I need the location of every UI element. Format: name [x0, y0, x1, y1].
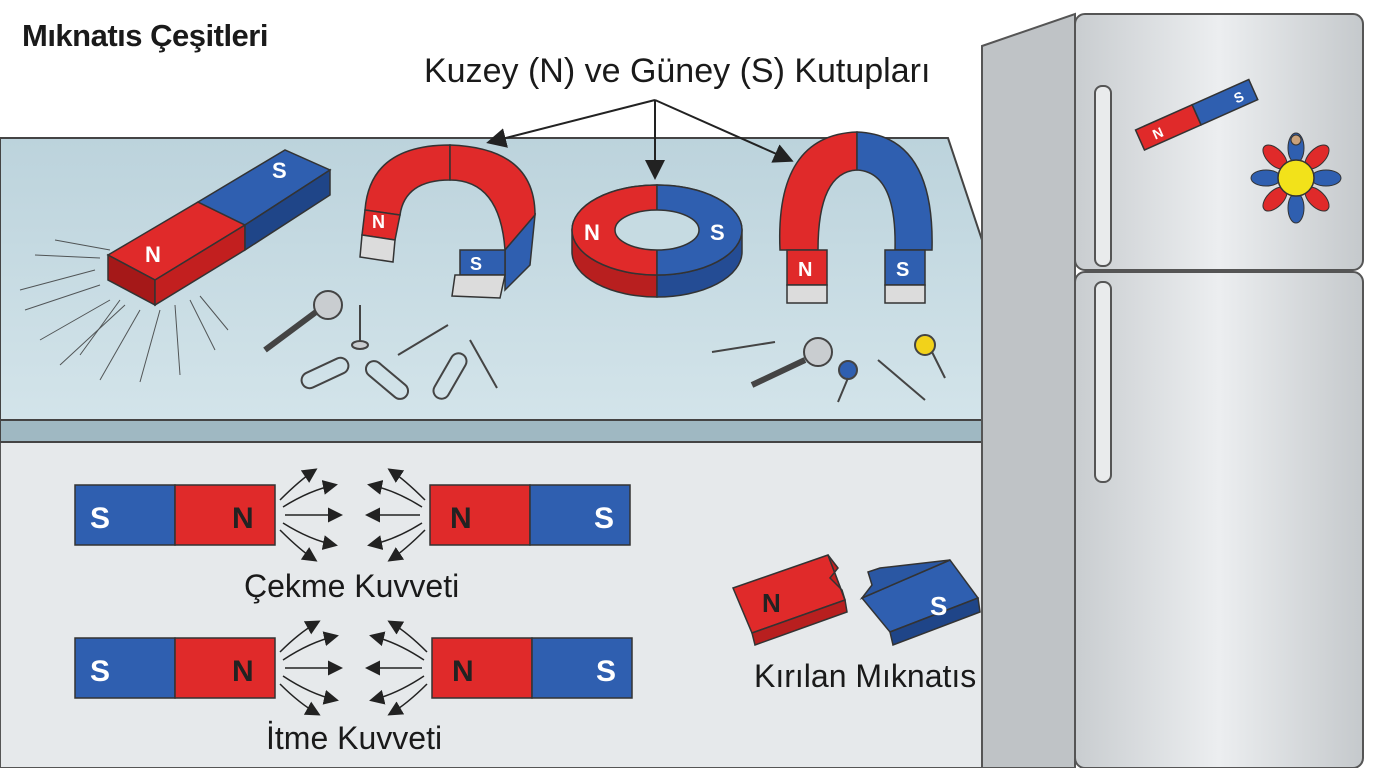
svg-text:N: N [798, 259, 812, 281]
bar-magnet: N S [19, 149, 332, 383]
attraction-label: Çekme Kuvveti [244, 568, 460, 604]
nail-icon [469, 339, 498, 389]
svg-text:N: N [450, 502, 472, 535]
paperclip-icon [300, 356, 350, 390]
svg-text:S: S [896, 259, 909, 281]
nail-icon [397, 324, 449, 356]
field-lines [279, 468, 426, 562]
paperclip-icon [432, 352, 468, 400]
svg-text:S: S [930, 591, 947, 621]
key-icon [750, 337, 833, 388]
iron-filings [19, 239, 229, 383]
svg-text:N: N [232, 502, 254, 535]
svg-text:N: N [372, 212, 385, 232]
repulsion-label: İtme Kuvveti [266, 720, 443, 756]
svg-text:S: S [90, 502, 110, 535]
svg-text:S: S [470, 254, 482, 274]
broken-magnet-north-piece: N [731, 554, 848, 646]
ring-magnet: N S [571, 184, 743, 298]
pushpin-icon [914, 334, 946, 379]
repulsion-diagram: S N N S [74, 620, 633, 716]
broken-magnet-label: Kırılan Mıknatıs [754, 658, 977, 694]
flower-magnet-icon [1250, 132, 1342, 224]
repulsion-magnet-left: S N [74, 637, 276, 699]
svg-text:S: S [596, 655, 616, 688]
nail-icon [711, 341, 776, 353]
horseshoe-magnet-right: N S [778, 131, 933, 304]
attraction-magnet-right: N S [429, 484, 631, 546]
poles-label: Kuzey (N) ve Güney (S) Kutupları [424, 52, 931, 90]
page-title: Mıknatıs Çeşitleri [22, 18, 268, 53]
svg-text:S: S [90, 655, 110, 688]
pushpin-icon [837, 360, 858, 403]
repulsion-magnet-right: N S [431, 637, 633, 699]
field-lines [279, 620, 428, 716]
broken-magnet-south-piece: S [859, 559, 981, 647]
refrigerator: N S [981, 12, 1364, 768]
broken-magnet: N S [731, 554, 981, 647]
svg-text:N: N [452, 655, 474, 688]
fridge-bar-magnet: N S [1134, 78, 1259, 152]
poles-pointer-arrows [486, 99, 794, 180]
svg-text:S: S [594, 502, 614, 535]
attraction-magnet-left: S N [74, 484, 276, 546]
svg-text:S: S [710, 220, 725, 245]
svg-text:S: S [272, 158, 287, 183]
svg-text:N: N [762, 588, 781, 618]
nail-icon [351, 305, 369, 350]
paperclip-icon [364, 360, 410, 400]
nail-icon [877, 359, 926, 401]
svg-text:N: N [232, 655, 254, 688]
attraction-diagram: S N N S [74, 468, 631, 562]
horseshoe-magnet-left: N S [359, 144, 536, 299]
svg-text:N: N [584, 220, 600, 245]
key-icon [263, 290, 343, 353]
metal-objects [263, 290, 946, 403]
svg-text:N: N [145, 242, 161, 267]
